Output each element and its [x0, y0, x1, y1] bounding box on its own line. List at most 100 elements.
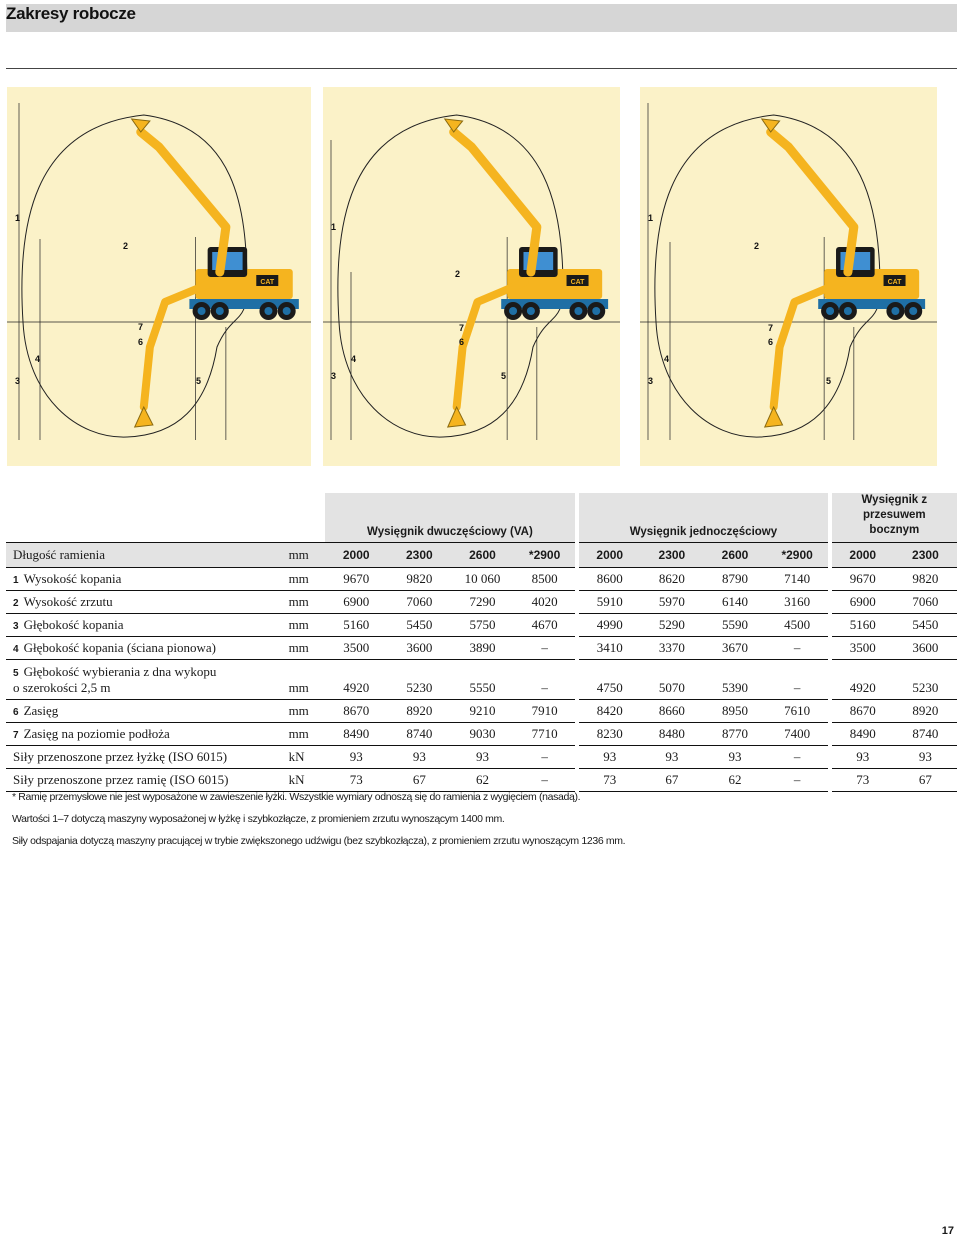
- table-cell: 5550: [450, 659, 515, 700]
- table-cell: 93: [387, 745, 451, 769]
- table-cell: 62: [450, 768, 515, 792]
- cat-badge: [883, 275, 906, 286]
- dimension-label: 7: [459, 323, 464, 333]
- wheel-hub: [526, 307, 535, 315]
- group-header-offset: Wysięgnik z przesuwem bocznym: [827, 493, 957, 543]
- bucket-raised: [130, 118, 151, 133]
- cat-badge-text: CAT: [888, 279, 903, 286]
- table-cell: –: [766, 659, 830, 700]
- row-label: 1 Wysokość kopania: [6, 567, 287, 591]
- wheel-hub: [574, 307, 583, 315]
- stick-length-cell: *2900: [514, 542, 578, 568]
- row-label-text: Zasięg: [23, 703, 59, 718]
- row-label-text: Wysokość kopania: [23, 571, 122, 586]
- row-unit: mm: [286, 636, 325, 660]
- stick-length-cell: 2600: [703, 542, 767, 568]
- row-unit: mm: [286, 722, 325, 746]
- dimension-label: 1: [648, 213, 653, 223]
- wheel-hub: [891, 307, 900, 315]
- page-number: 17: [941, 1225, 954, 1237]
- table-cell: –: [766, 745, 830, 769]
- table-cell: 9820: [387, 567, 451, 591]
- dimension-label: 6: [459, 337, 464, 347]
- table-cell: 8420: [575, 699, 641, 723]
- table-cell: 93: [640, 745, 704, 769]
- boom-raised: [449, 127, 542, 277]
- table-cell: 4920: [324, 659, 388, 700]
- row-unit: mm: [286, 590, 325, 614]
- dimension-label: 6: [768, 337, 773, 347]
- table-cell: 7400: [766, 722, 830, 746]
- dimension-label: 1: [15, 213, 20, 223]
- row-dimension-number: 4: [13, 644, 19, 655]
- cat-badge-text: CAT: [571, 279, 586, 286]
- undercarriage: [818, 299, 926, 309]
- row-unit: mm: [286, 567, 325, 591]
- row-dimension-number: 1: [13, 575, 19, 586]
- table-cell: –: [514, 745, 578, 769]
- stick-length-cell: 2300: [640, 542, 704, 568]
- undercarriage: [501, 299, 609, 309]
- table-cell: 8740: [387, 722, 451, 746]
- table-cell: 93: [324, 745, 388, 769]
- bucket-lowered: [763, 405, 784, 428]
- dimension-label: 5: [501, 371, 506, 381]
- row-dimension-number: 3: [13, 621, 19, 632]
- table-cell: 93: [575, 745, 641, 769]
- table-cell: 8600: [575, 567, 641, 591]
- table-cell: 93: [893, 745, 957, 769]
- row-label-text-line2: o szerokości 2,5 m: [13, 680, 111, 695]
- dimension-label: 5: [826, 376, 831, 386]
- wheel-hub: [592, 307, 601, 315]
- row-unit: mm: [286, 699, 325, 723]
- boom-lowered: [139, 278, 218, 411]
- row-label-text: Głębokość wybierania z dna wykopu: [23, 664, 217, 679]
- table-cell: 9820: [893, 567, 957, 591]
- table-cell: 8790: [703, 567, 767, 591]
- table-cell: –: [514, 768, 578, 792]
- stick-length-cell: 2000: [324, 542, 388, 568]
- boom-raised: [766, 127, 859, 277]
- stick-length-cell: 2300: [387, 542, 451, 568]
- table-cell: 8660: [640, 699, 704, 723]
- table-cell: 8920: [893, 699, 957, 723]
- table-cell: 67: [640, 768, 704, 792]
- table-cell: 8620: [640, 567, 704, 591]
- wheel-hub: [264, 307, 273, 315]
- reach-envelope: [654, 114, 881, 438]
- stick-length-row: Długość ramienia mm 2000 2300 2600 *2900…: [6, 542, 957, 568]
- dimension-label: 2: [754, 241, 759, 251]
- table-cell: 8490: [324, 722, 388, 746]
- row-label-text: Głębokość kopania: [23, 617, 124, 632]
- table-cell: 8920: [387, 699, 451, 723]
- row-label: Siły przenoszone przez ramię (ISO 6015): [6, 768, 287, 792]
- table-cell: 4500: [766, 613, 830, 637]
- table-cell: 3410: [575, 636, 641, 660]
- group-header-two-piece: Wysięgnik dwuczęściowy (VA): [324, 493, 578, 543]
- stick-length-cell: 2300: [893, 542, 957, 568]
- table-cell: 7140: [766, 567, 830, 591]
- wheel-hub: [843, 307, 852, 315]
- table-cell: 6900: [827, 590, 894, 614]
- dimension-label: 2: [123, 241, 128, 251]
- table-cell: –: [514, 636, 578, 660]
- cat-badge-text: CAT: [260, 279, 275, 286]
- table-cell: 7060: [387, 590, 451, 614]
- reach-envelope: [337, 114, 564, 438]
- cat-badge: [256, 275, 279, 286]
- table-cell: 4670: [514, 613, 578, 637]
- table-cell: 73: [827, 768, 894, 792]
- table-cell: 73: [324, 768, 388, 792]
- table-row: Siły przenoszone przez ramię (ISO 6015)k…: [6, 768, 957, 792]
- table-cell: 4750: [575, 659, 641, 700]
- wheel-hub: [282, 307, 291, 315]
- group-header-offset-text: Wysięgnik z przesuwem bocznym: [861, 494, 928, 536]
- stick-length-cell: *2900: [766, 542, 830, 568]
- table-cell: 9210: [450, 699, 515, 723]
